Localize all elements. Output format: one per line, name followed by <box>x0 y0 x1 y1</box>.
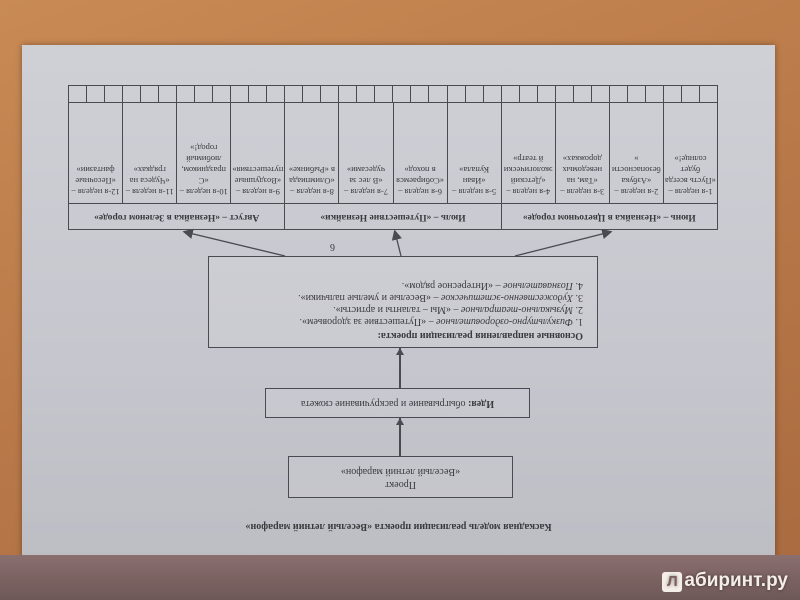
grid-cell <box>662 85 681 102</box>
month-august: Август – «Незнайка в Зеленом городе» <box>94 212 260 222</box>
grid-cell <box>140 85 159 102</box>
week-number: 11-я неделя – <box>125 187 174 197</box>
grid-cell <box>266 85 285 102</box>
week-cell: 5-я неделя –«Иван Купала» <box>446 103 501 203</box>
arrows-to-months <box>182 228 613 257</box>
week-number: 2-я неделя – <box>614 187 659 197</box>
grid-cell <box>626 85 645 102</box>
week-number: 9-я неделя – <box>235 187 280 197</box>
week-cell: 1-я неделя –«Пусть всегда будет солнце!» <box>662 103 717 203</box>
grid-cell <box>536 85 555 102</box>
grid-cell <box>518 85 537 102</box>
grid-cell <box>428 85 447 102</box>
week-theme: «С праздником, любимый город!» <box>181 143 227 186</box>
grid-cell <box>482 85 501 102</box>
schedule-table: Июнь – «Незнайка в Цветочном городе» Июл… <box>68 85 718 230</box>
week-cell: 9-я неделя –«Воздушные путешествия» <box>230 103 285 203</box>
week-theme: «Воздушные путешествия» <box>232 165 284 186</box>
grid-cell <box>212 85 231 102</box>
week-theme: «В лес за чудесами» <box>346 165 386 186</box>
grid-cell <box>194 85 213 102</box>
grid-cell <box>176 85 195 102</box>
grid-cell <box>446 85 465 102</box>
grid-cell <box>338 85 357 102</box>
grid-cell <box>554 85 573 102</box>
week-theme: «Детский экологический театр» <box>503 154 553 186</box>
week-cell: 3-я неделя –«Там, на неведомых дорожках» <box>554 103 609 203</box>
week-cell: 6-я неделя –«Собираемся в поход» <box>392 103 447 203</box>
grid-cell <box>608 85 627 102</box>
week-cell: 4-я неделя –«Детский экологический театр… <box>500 103 555 203</box>
grid-cell <box>374 85 393 102</box>
week-number: 8-я неделя – <box>289 187 334 197</box>
grid-cell <box>103 85 122 102</box>
week-theme: «Олимпиада в «Рыбинке» <box>288 165 336 186</box>
week-number: 4-я неделя – <box>506 187 551 197</box>
grid-cell <box>644 85 663 102</box>
week-theme: «Собираемся в поход» <box>396 165 445 186</box>
grid-cell <box>69 85 86 102</box>
grid-cell <box>248 85 267 102</box>
grid-cell <box>698 85 717 102</box>
labirint-logo-icon: Л <box>662 572 683 592</box>
grid-cell <box>410 85 429 102</box>
month-june: Июнь – «Незнайка в Цветочном городе» <box>500 204 717 229</box>
weeks-row: 1-я неделя –«Пусть всегда будет солнце!»… <box>69 102 717 203</box>
week-theme: «Азбука безопасности» <box>611 154 661 186</box>
grid-cell <box>572 85 591 102</box>
grid-cell <box>680 85 699 102</box>
arrow-august <box>182 228 286 257</box>
grid-cell <box>121 85 140 102</box>
grid-cell <box>302 85 321 102</box>
week-number: 7-я неделя – <box>344 187 388 197</box>
grid-cell <box>230 85 249 102</box>
week-cell: 12-я неделя –«Песочные фантазии» <box>69 103 122 203</box>
book-page: Каскадная модель реализации проекта «Вес… <box>22 45 775 560</box>
page-content-upside-down: Каскадная модель реализации проекта «Вес… <box>22 45 775 560</box>
grid-cell <box>284 85 303 102</box>
week-cell: 10-я неделя –«С праздником, любимый горо… <box>176 103 231 203</box>
arrow-july <box>391 229 402 257</box>
week-theme: «Чудеса на грядках» <box>129 165 170 186</box>
week-theme: «Песочные фантазии» <box>75 165 116 186</box>
week-theme: «Иван Купала» <box>459 165 490 186</box>
week-cell: 7-я неделя –«В лес за чудесами» <box>338 103 393 203</box>
grid-cell <box>464 85 483 102</box>
grid-cell <box>392 85 411 102</box>
week-number: 1-я неделя – <box>668 187 713 197</box>
grid-cell <box>356 85 375 102</box>
grid-cell <box>158 85 177 102</box>
watermark-text: абиринт.ру <box>684 570 788 591</box>
week-theme: «Там, на неведомых дорожках» <box>562 154 603 186</box>
week-number: 6-я неделя – <box>398 187 443 197</box>
grid-cell <box>590 85 609 102</box>
arrow-june <box>514 228 613 257</box>
week-theme: «Пусть всегда будет солнце!» <box>665 154 716 186</box>
grid-cell <box>500 85 519 102</box>
week-number: 10-я неделя – <box>179 187 228 197</box>
week-number: 12-я неделя – <box>71 187 120 197</box>
grid-cell <box>320 85 339 102</box>
week-number: 3-я неделя – <box>560 187 605 197</box>
grid-cell <box>85 85 104 102</box>
week-cell: 2-я неделя –«Азбука безопасности» <box>608 103 663 203</box>
grid-row <box>69 85 717 102</box>
week-cell: 8-я неделя –«Олимпиада в «Рыбинке» <box>284 103 339 203</box>
month-july: Июль – «Путешествие Незнайки» <box>284 204 501 229</box>
week-number: 5-я неделя – <box>452 187 497 197</box>
week-cell: 11-я неделя –«Чудеса на грядках» <box>122 103 177 203</box>
months-row: Июнь – «Незнайка в Цветочном городе» Июл… <box>69 203 717 229</box>
